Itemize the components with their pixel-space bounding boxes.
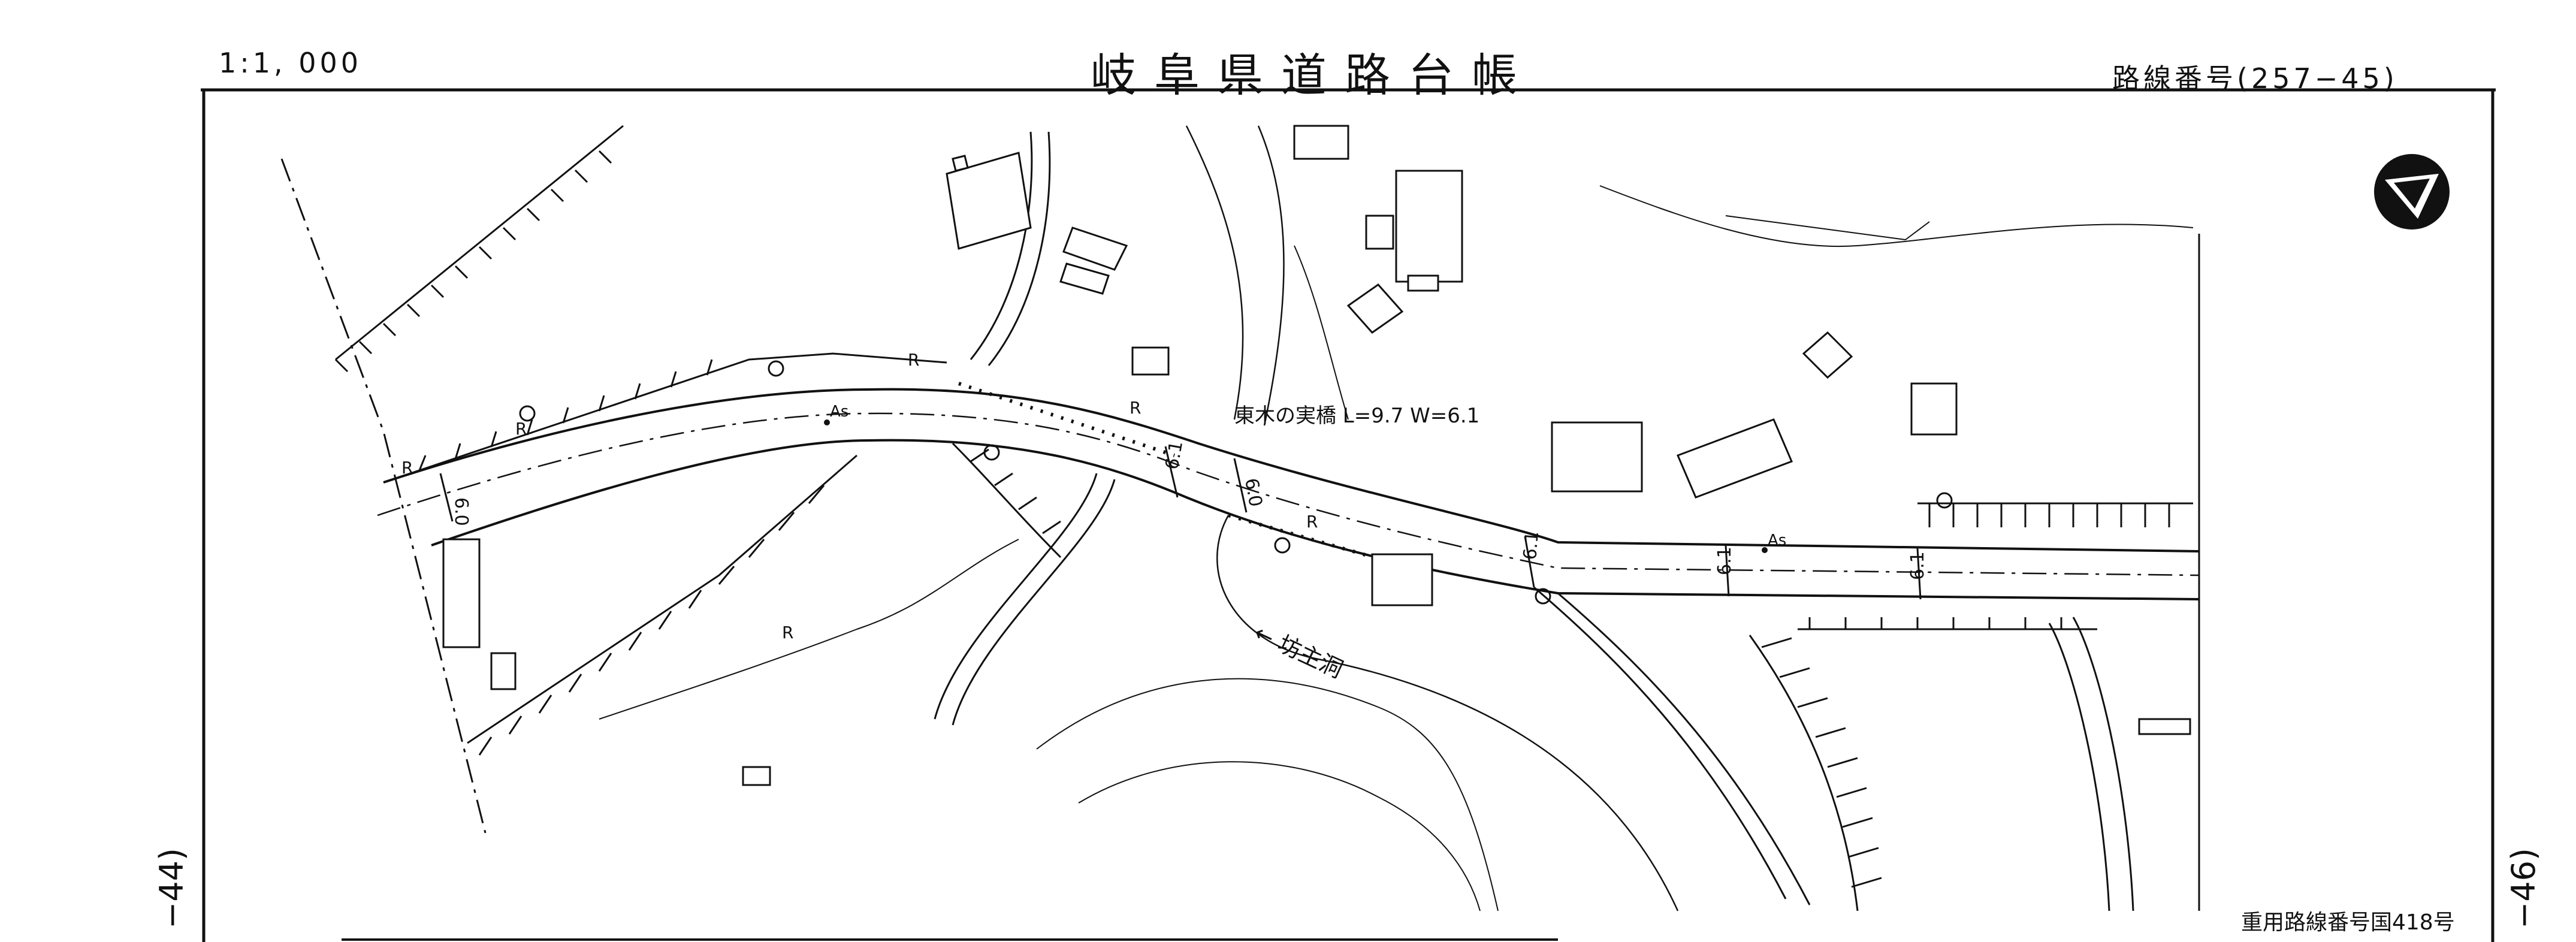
- retaining-wall-label: R: [782, 623, 793, 642]
- width-label: 6.0: [1240, 476, 1266, 508]
- retaining-wall-label: R: [401, 458, 413, 478]
- surface-label: As: [830, 403, 848, 421]
- survey-point-icon: [824, 419, 830, 425]
- boundary-left: [280, 158, 487, 834]
- width-dimension-marks: [439, 446, 1922, 600]
- river-label: ← 坊主洞: [1250, 619, 1347, 683]
- slope-hatch-upper-left: [334, 125, 947, 484]
- width-labels: 6.0 6.1 6.0 6.1 6.1 6.1: [451, 439, 1928, 580]
- width-label: 6.0: [451, 497, 472, 526]
- map-labels: 東木の実橋 L=9.7 W=6.1 ← 坊主洞 As As R R R R R …: [401, 350, 1786, 683]
- utility-pole-icon: [519, 405, 536, 422]
- river-channel: [1185, 125, 1679, 911]
- road-centerline: [377, 412, 2200, 576]
- survey-point-icon: [1762, 547, 1768, 553]
- width-label: 6.1: [1714, 547, 1735, 575]
- width-label: 6.1: [1520, 530, 1543, 561]
- side-roads: [934, 131, 2134, 911]
- slope-hatch-lower-right: [1748, 502, 2193, 911]
- buildings: [442, 125, 2191, 786]
- retaining-wall-label: R: [908, 350, 919, 370]
- map-title: 岐阜県道路台帳: [1091, 49, 1535, 102]
- width-label: 6.1: [1161, 439, 1187, 471]
- utility-pole-icon: [1274, 537, 1291, 554]
- footer-note: 重用路線番号国418号: [2241, 910, 2455, 935]
- north-arrow-icon: [2374, 154, 2450, 230]
- retaining-wall-label: R: [1130, 398, 1141, 418]
- bridge-label: 東木の実橋 L=9.7 W=6.1: [1234, 404, 1479, 428]
- utility-pole-icon: [1936, 492, 1953, 509]
- surface-label: As: [1768, 532, 1786, 550]
- retaining-wall-label: R: [1306, 512, 1318, 532]
- map-symbols: [519, 360, 1953, 605]
- slope-hatch-lower-left: [467, 442, 1062, 756]
- retaining-wall-label: R: [515, 419, 527, 439]
- utility-pole-icon: [983, 444, 1000, 461]
- utility-pole-icon: [768, 360, 784, 377]
- contour-lines: [599, 185, 2194, 911]
- survey-points: [824, 419, 1768, 553]
- width-label: 6.1: [1907, 551, 1928, 580]
- map-scale: 1:1, 000: [219, 47, 363, 79]
- utility-pole-icon: [1535, 588, 1551, 605]
